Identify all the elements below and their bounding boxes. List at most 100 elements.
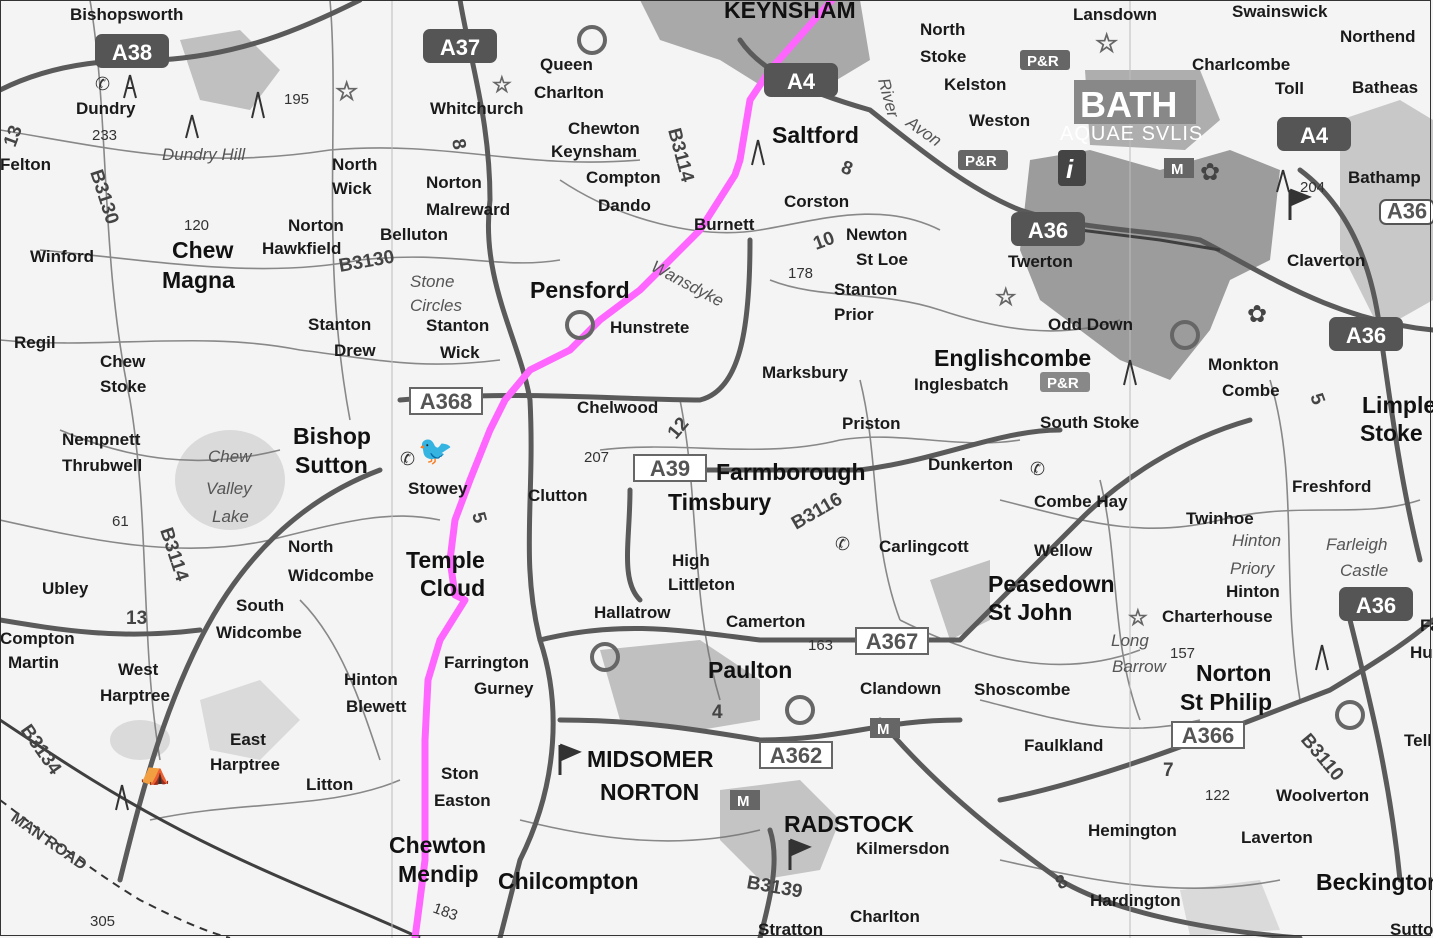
svg-text:A366: A366 bbox=[1182, 723, 1235, 748]
place-label-charterhouse: Charterhouse bbox=[1162, 607, 1273, 626]
place-label-farleigh: Farleigh bbox=[1326, 535, 1387, 554]
place-label-carlingcott: Carlingcott bbox=[879, 537, 969, 556]
place-label-newton: Newton bbox=[846, 225, 907, 244]
chew-valley-lake-label-2: Valley bbox=[206, 479, 253, 498]
place-label-englishcombe: Englishcombe bbox=[934, 345, 1091, 371]
svg-text:A38: A38 bbox=[112, 40, 152, 65]
place-label-timsbury: Timsbury bbox=[668, 489, 771, 515]
place-label-bathamp: Bathamp bbox=[1348, 168, 1421, 187]
road-shield-a36: A36 bbox=[1379, 199, 1433, 225]
road-shield-a368: A368 bbox=[409, 387, 483, 415]
garden-icon: ✿ bbox=[1247, 301, 1267, 328]
svg-text:A4: A4 bbox=[787, 69, 816, 94]
place-label-widcombe: Widcombe bbox=[216, 623, 302, 642]
spot-height-305: 305 bbox=[90, 913, 115, 930]
place-label-malreward: Malreward bbox=[426, 200, 510, 219]
place-label-mendip: Mendip bbox=[398, 861, 479, 887]
museum-icon: M bbox=[870, 718, 900, 738]
svg-text:A36: A36 bbox=[1346, 323, 1386, 348]
park-and-ride-icon: P&R bbox=[1020, 50, 1070, 70]
road-shield-a4: A4 bbox=[1277, 117, 1351, 151]
place-label-norton: Norton bbox=[426, 173, 482, 192]
place-label-stoke: Stoke bbox=[1360, 420, 1423, 446]
place-label-queen: Queen bbox=[540, 55, 593, 74]
svg-text:A39: A39 bbox=[650, 456, 690, 481]
place-label-nempnett: Nempnett bbox=[62, 430, 141, 449]
place-label-compton: Compton bbox=[586, 168, 661, 187]
mast-icon bbox=[115, 74, 1329, 811]
place-label-northend: Northend bbox=[1340, 27, 1416, 46]
place-label-hardington: Hardington bbox=[1090, 891, 1181, 910]
place-label-sutton: Sutton bbox=[295, 452, 368, 478]
museum-icon: M bbox=[730, 790, 760, 810]
place-label-norton: NORTON bbox=[600, 779, 699, 805]
place-label-south-stoke: South Stoke bbox=[1040, 413, 1139, 432]
place-label-priory: Priory bbox=[1230, 559, 1276, 578]
place-label-combe: Combe bbox=[1222, 381, 1280, 400]
place-label-dundry: Dundry bbox=[76, 99, 136, 118]
picnic-icon: ⛺ bbox=[140, 759, 170, 786]
place-label-farmborough: Farmborough bbox=[716, 459, 866, 485]
svg-text:A36: A36 bbox=[1356, 593, 1396, 618]
place-label-high: High bbox=[672, 551, 710, 570]
place-label-cloud: Cloud bbox=[420, 575, 485, 601]
place-label-clutton: Clutton bbox=[528, 486, 587, 505]
place-label-freshford: Freshford bbox=[1292, 477, 1371, 496]
place-label-stanton: Stanton bbox=[834, 280, 897, 299]
svg-text:A367: A367 bbox=[866, 629, 919, 654]
place-label-felton: Felton bbox=[0, 155, 51, 174]
place-label-west: West bbox=[118, 660, 159, 679]
road-shield-a39: A39 bbox=[633, 454, 707, 482]
place-label-whitchurch: Whitchurch bbox=[430, 99, 524, 118]
aquae-sulis-label: AQUAE SVLIS bbox=[1060, 123, 1203, 145]
place-label-saltford: Saltford bbox=[772, 122, 859, 148]
place-label-chilcompton: Chilcompton bbox=[498, 868, 639, 894]
phone-icon: ✆ bbox=[400, 449, 415, 469]
spot-height-163: 163 bbox=[808, 637, 833, 654]
place-label-hinton: Hinton bbox=[344, 670, 398, 689]
primary-route-lines bbox=[0, 228, 1221, 938]
phone-icon: ✆ bbox=[95, 74, 110, 94]
spot-height-204: 204 bbox=[1300, 179, 1325, 196]
spot-height-120: 120 bbox=[184, 217, 209, 234]
place-label-corston: Corston bbox=[784, 192, 849, 211]
svg-text:P&R: P&R bbox=[965, 153, 997, 170]
place-label-twinhoe: Twinhoe bbox=[1186, 509, 1254, 528]
svg-text:M: M bbox=[877, 721, 890, 738]
place-label-st-philip: St Philip bbox=[1180, 689, 1272, 715]
place-label-priston: Priston bbox=[842, 414, 901, 433]
place-label-radstock: RADSTOCK bbox=[784, 811, 914, 837]
place-label-north: North bbox=[288, 537, 333, 556]
svg-text:M: M bbox=[1171, 161, 1184, 178]
svg-text:A362: A362 bbox=[770, 743, 823, 768]
place-label-circles: Circles bbox=[410, 296, 462, 315]
place-label-south: South bbox=[236, 596, 284, 615]
place-label-wellow: Wellow bbox=[1034, 541, 1093, 560]
place-label-faulkland: Faulkland bbox=[1024, 736, 1103, 755]
place-label-stoke: Stoke bbox=[920, 47, 966, 66]
star-icon: ☆ bbox=[995, 284, 1017, 311]
place-label-wick: Wick bbox=[332, 179, 372, 198]
star-icon: ☆ bbox=[1095, 28, 1118, 58]
spot-height-178: 178 bbox=[788, 265, 813, 282]
roundabout-icon bbox=[785, 695, 815, 725]
road-shield-a36: A36 bbox=[1011, 212, 1085, 246]
place-label-blewett: Blewett bbox=[346, 697, 407, 716]
place-label-st-loe: St Loe bbox=[856, 250, 908, 269]
place-label-chewton: Chewton bbox=[568, 119, 640, 138]
place-label-widcombe: Widcombe bbox=[288, 566, 374, 585]
place-label-hinton: Hinton bbox=[1232, 531, 1281, 550]
place-label-winford: Winford bbox=[30, 247, 94, 266]
road-distance-7: 7 bbox=[1163, 760, 1174, 781]
place-label-hawkfield: Hawkfield bbox=[262, 239, 341, 258]
place-label-chelwood: Chelwood bbox=[577, 398, 658, 417]
place-label-kelston: Kelston bbox=[944, 75, 1006, 94]
roundabout-icon bbox=[1335, 700, 1365, 730]
road-shield-a36: A36 bbox=[1339, 587, 1413, 621]
bath-label-box bbox=[1074, 80, 1196, 124]
place-label-twerton: Twerton bbox=[1008, 252, 1073, 271]
road-shield-a367: A367 bbox=[855, 627, 929, 655]
svg-text:A368: A368 bbox=[420, 389, 473, 414]
